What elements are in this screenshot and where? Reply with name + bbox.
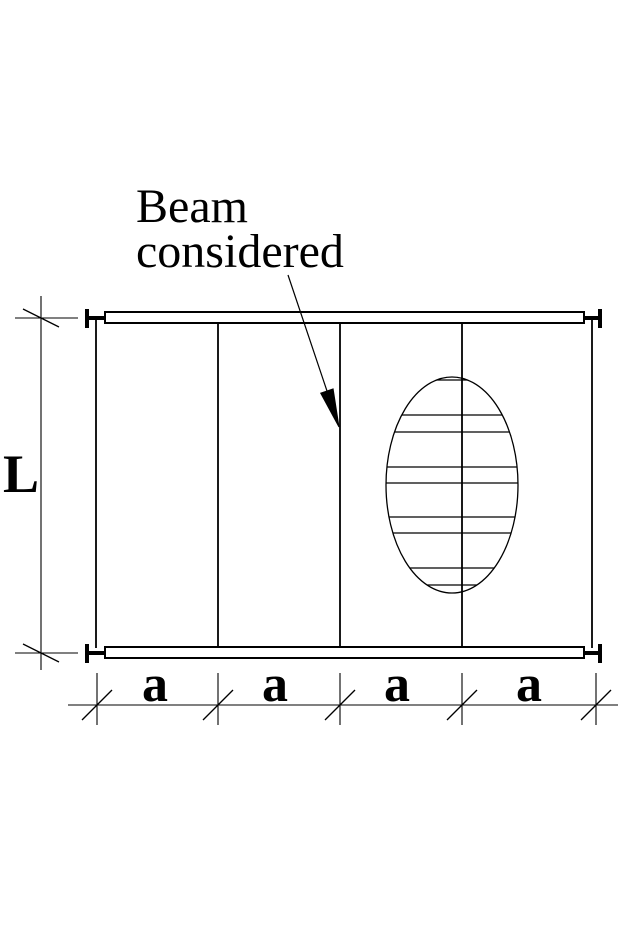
bottom-girder xyxy=(104,646,585,659)
leader-line xyxy=(287,274,328,392)
tick-mark xyxy=(446,689,478,721)
leader-arrowhead-icon xyxy=(319,388,340,428)
spacing-dimension xyxy=(68,673,618,725)
tick-mark xyxy=(81,689,113,721)
beams xyxy=(95,320,593,648)
girders xyxy=(104,311,585,659)
span-dimension xyxy=(15,296,78,670)
spacing-label-4: a xyxy=(516,656,542,713)
stair-opening-hatch xyxy=(386,379,518,586)
tick-mark xyxy=(202,689,234,721)
tick-mark xyxy=(324,689,356,721)
beam-considered-leader xyxy=(287,274,340,428)
span-label: L xyxy=(3,444,39,504)
spacing-label-2: a xyxy=(262,656,288,713)
stair-opening-ellipse xyxy=(385,376,519,594)
spacing-label-3: a xyxy=(384,656,410,713)
tick-mark xyxy=(22,308,60,328)
annotation-label-line2: considered xyxy=(136,225,344,278)
tick-mark xyxy=(580,689,612,721)
spacing-label-1: a xyxy=(142,656,168,713)
annotation-label-line1: Beam xyxy=(136,180,248,233)
tick-mark xyxy=(22,643,60,663)
top-girder xyxy=(104,311,585,324)
girder-end-connections xyxy=(85,309,602,663)
